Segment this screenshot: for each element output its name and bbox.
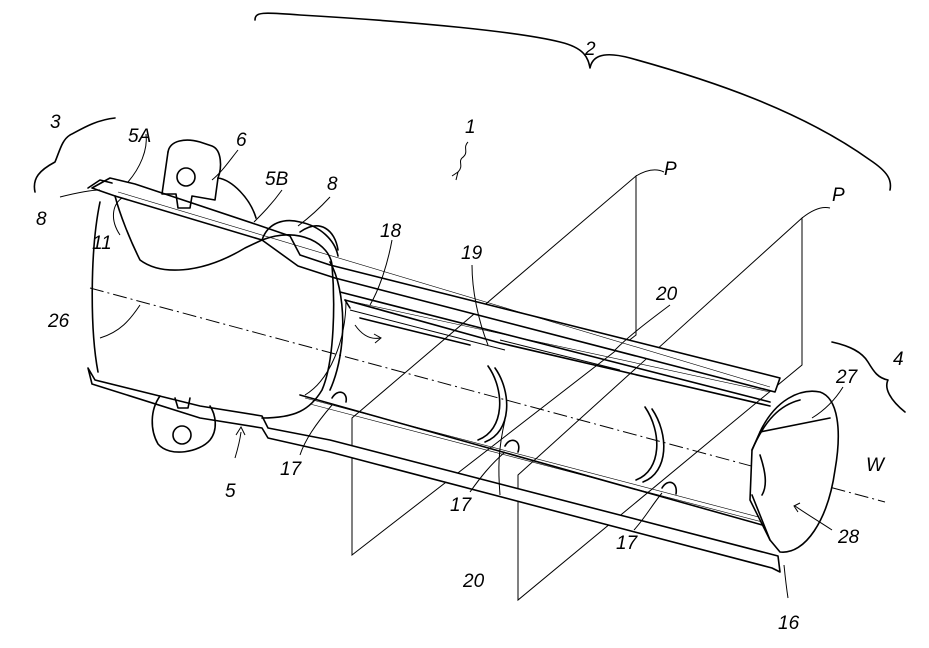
label-11: 11 xyxy=(92,234,112,253)
label-28: 28 xyxy=(838,528,859,547)
label-17-c: 17 xyxy=(616,534,637,553)
label-5b: 5B xyxy=(265,170,288,189)
label-16: 16 xyxy=(778,614,799,633)
label-20-lower: 20 xyxy=(463,572,484,591)
plane-p-right xyxy=(518,218,802,600)
label-p-right: P xyxy=(832,186,845,205)
arrow-1 xyxy=(452,172,458,180)
label-20-upper: 20 xyxy=(656,285,677,304)
label-p-left: P xyxy=(664,160,677,179)
slot-18 xyxy=(345,300,770,406)
label-17-b: 17 xyxy=(450,496,471,515)
label-5a: 5A xyxy=(128,127,151,146)
rib-19-b xyxy=(636,407,657,480)
label-8-ring: 8 xyxy=(327,175,338,194)
label-17-a: 17 xyxy=(280,460,301,479)
label-w: W xyxy=(866,456,884,475)
label-27: 27 xyxy=(836,368,857,387)
label-6: 6 xyxy=(236,131,247,150)
leader-1 xyxy=(458,142,468,172)
label-18: 18 xyxy=(380,222,401,241)
label-3: 3 xyxy=(50,113,61,132)
label-26: 26 xyxy=(48,312,69,331)
hole-17-b xyxy=(505,440,519,452)
label-19: 19 xyxy=(461,244,482,263)
label-2: 2 xyxy=(585,40,596,59)
label-8-left: 8 xyxy=(36,210,47,229)
tube-end-26 xyxy=(92,202,100,372)
ring-hole-upper xyxy=(177,168,195,186)
tube-lower-wall xyxy=(88,368,780,572)
ring-hole-lower xyxy=(173,426,191,444)
end-cap xyxy=(750,391,838,552)
label-4: 4 xyxy=(893,350,904,369)
rib-19-a xyxy=(478,366,500,440)
brace-2 xyxy=(255,13,890,190)
label-1: 1 xyxy=(465,118,476,137)
hole-17-a xyxy=(332,392,346,402)
ring-6-upper xyxy=(218,178,256,218)
arrow-18 xyxy=(355,325,380,338)
label-5: 5 xyxy=(225,482,236,501)
